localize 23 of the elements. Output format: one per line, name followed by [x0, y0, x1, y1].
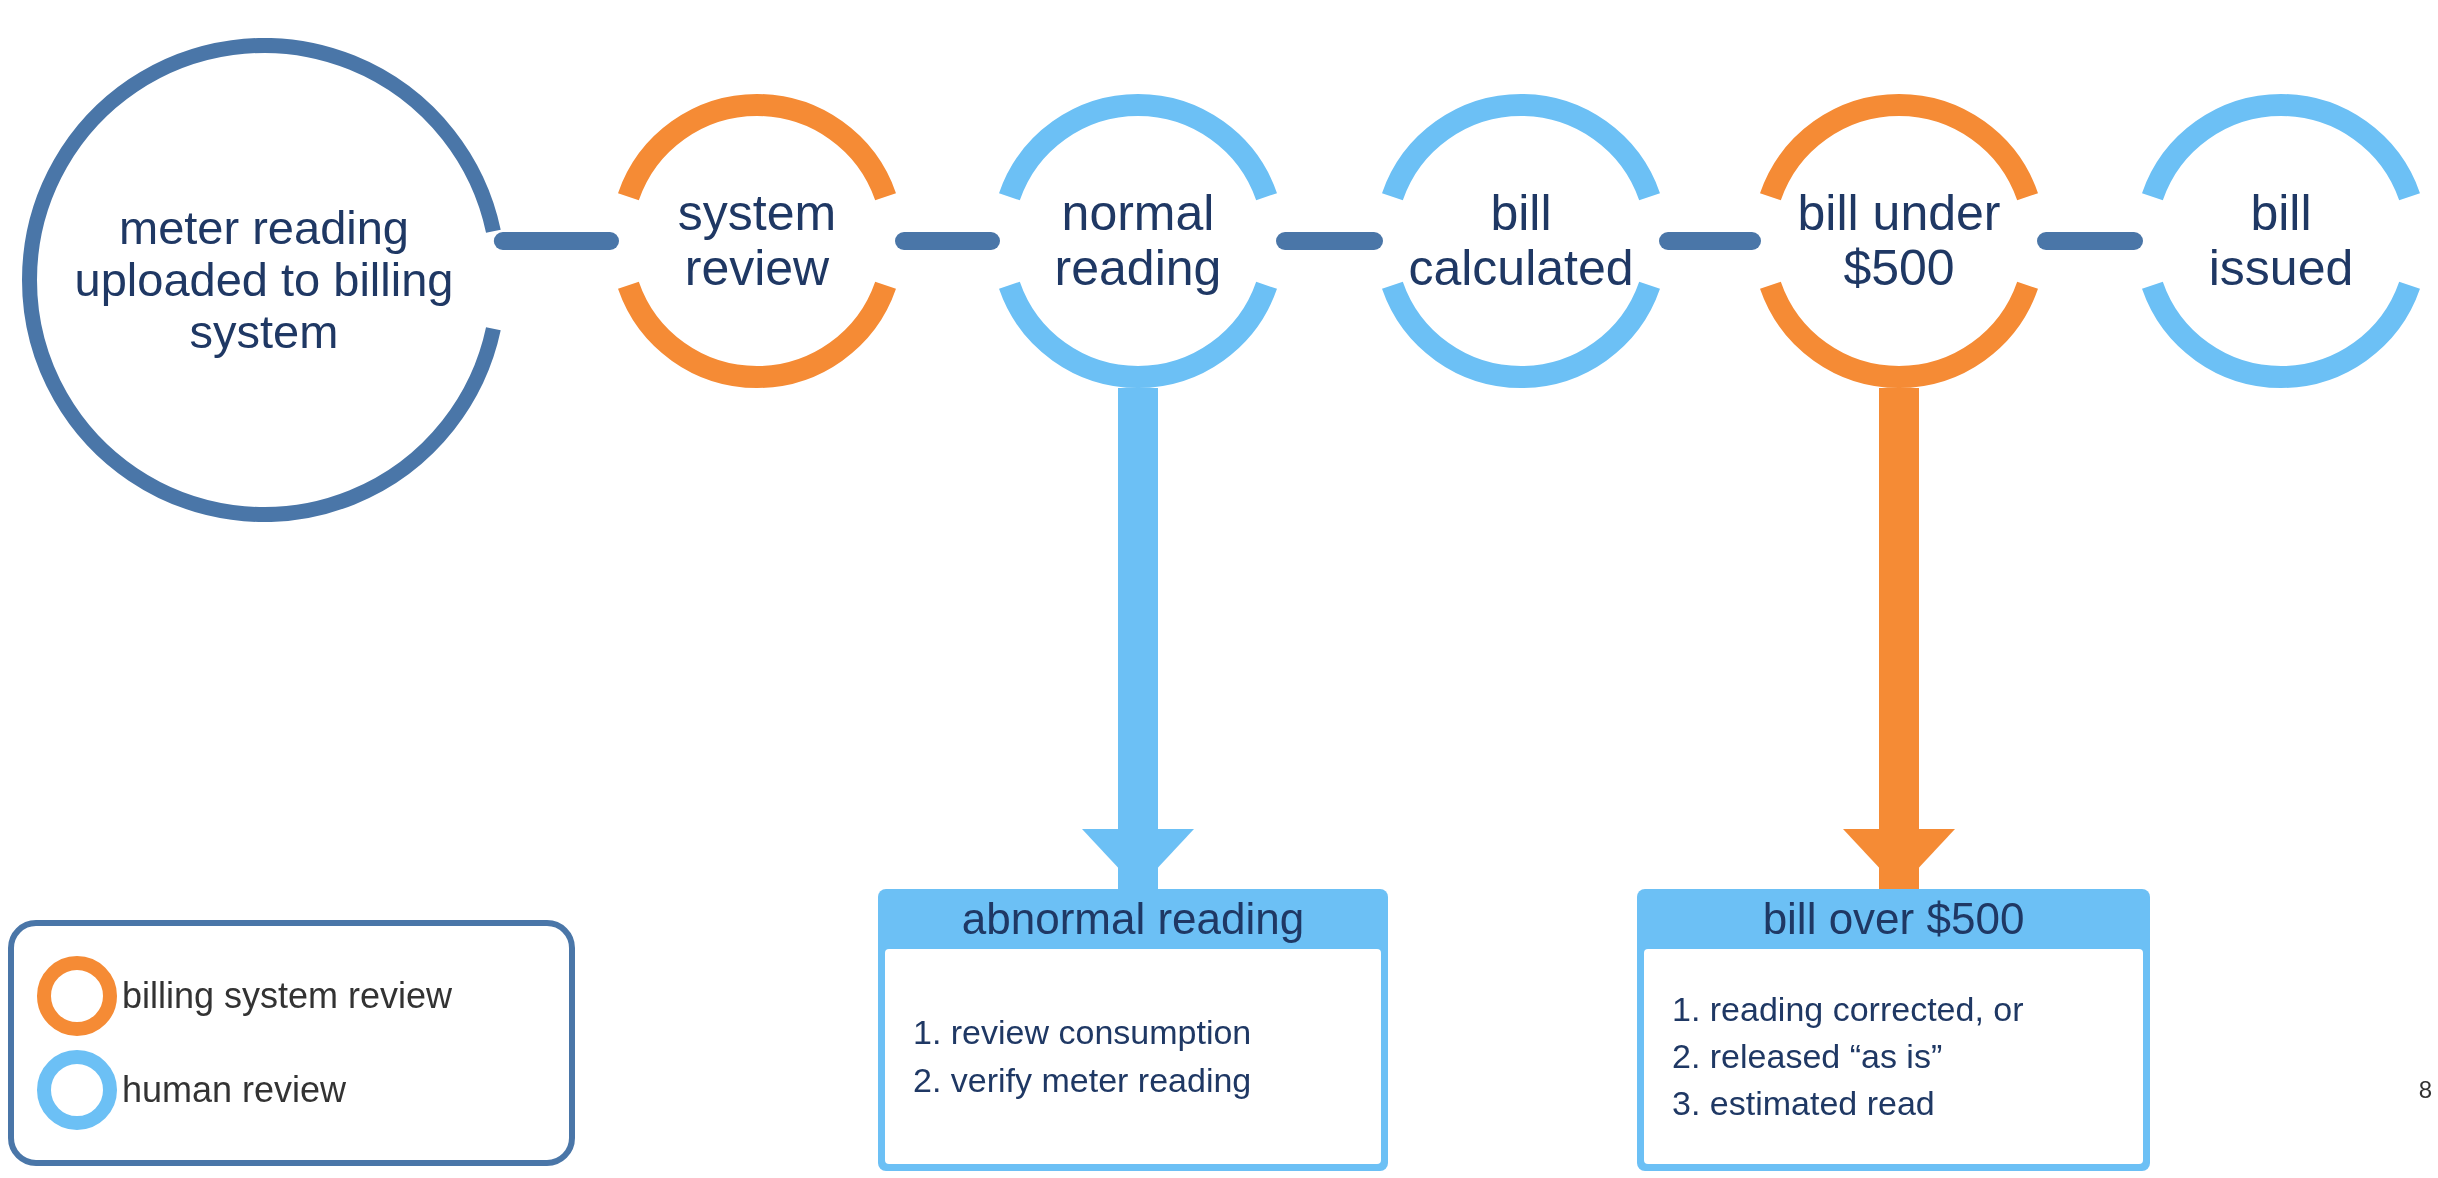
legend-label: billing system review: [122, 974, 453, 1018]
connector-bar: [2037, 232, 2143, 250]
list-item: 1. reading corrected, or: [1672, 989, 2025, 1029]
step-label: meter reading uploaded to billing system: [73, 202, 455, 358]
step-label: normal reading: [1053, 186, 1223, 296]
step-label: bill under $500: [1796, 186, 2002, 296]
connector-bar: [493, 232, 619, 250]
page-number: 8: [2418, 1075, 2432, 1105]
step-label: bill calculated: [1407, 186, 1635, 296]
info-card: [1637, 889, 2150, 1171]
step-label: bill issued: [2207, 186, 2355, 296]
info-card: [878, 889, 1388, 1171]
connector-bar: [1276, 232, 1383, 250]
legend-label: human review: [122, 1068, 347, 1112]
step-label: system review: [676, 186, 838, 296]
connector-bar: [895, 232, 1000, 250]
card-heading: bill over $500: [1761, 893, 2026, 945]
list-item: 2. verify meter reading: [913, 1060, 1253, 1100]
list-item: 2. released “as is”: [1672, 1036, 1944, 1077]
list-item: 3. estimated read: [1672, 1084, 1936, 1124]
connector-bar: [1659, 232, 1761, 250]
card-heading: abnormal reading: [960, 893, 1306, 945]
list-item: 1. review consumption: [913, 1013, 1253, 1053]
